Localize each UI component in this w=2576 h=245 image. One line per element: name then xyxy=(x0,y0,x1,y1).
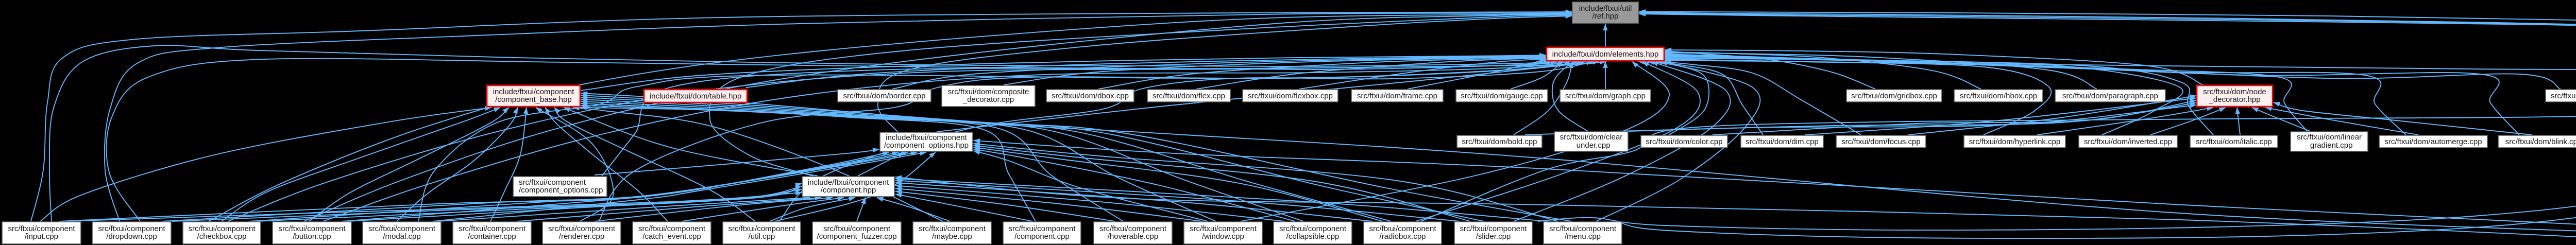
svg-text:src/ftxui/dom/canvas.cpp: src/ftxui/dom/canvas.cpp xyxy=(2551,92,2576,100)
svg-text:/slider.cpp: /slider.cpp xyxy=(1476,232,1511,241)
svg-text:src/ftxui/dom/clear: src/ftxui/dom/clear xyxy=(1560,133,1623,142)
svg-text:src/ftxui/dom/dim.cpp: src/ftxui/dom/dim.cpp xyxy=(1745,137,1819,146)
svg-text:/modal.cpp: /modal.cpp xyxy=(383,232,420,241)
svg-text:src/ftxui/component: src/ftxui/component xyxy=(919,224,986,233)
svg-text:src/ftxui/dom/gridbox.cpp: src/ftxui/dom/gridbox.cpp xyxy=(1851,92,1937,100)
svg-text:/catch_event.cpp: /catch_event.cpp xyxy=(642,232,701,241)
svg-text:src/ftxui/dom/hyperlink.cpp: src/ftxui/dom/hyperlink.cpp xyxy=(1969,137,2061,146)
svg-text:/radiobox.cpp: /radiobox.cpp xyxy=(1379,232,1426,241)
svg-text:/menu.cpp: /menu.cpp xyxy=(1565,232,1601,241)
svg-text:_under.cpp: _under.cpp xyxy=(1571,141,1610,150)
svg-text:/component_base.hpp: /component_base.hpp xyxy=(495,95,571,104)
svg-text:src/ftxui/dom/inverted.cpp: src/ftxui/dom/inverted.cpp xyxy=(2084,137,2172,146)
svg-text:src/ftxui/component: src/ftxui/component xyxy=(1279,224,1347,233)
svg-text:src/ftxui/component: src/ftxui/component xyxy=(519,178,586,187)
svg-text:src/ftxui/component: src/ftxui/component xyxy=(1460,224,1527,233)
svg-text:/input.cpp: /input.cpp xyxy=(25,232,58,241)
svg-text:src/ftxui/dom/node: src/ftxui/dom/node xyxy=(2203,87,2266,96)
svg-text:src/ftxui/component: src/ftxui/component xyxy=(98,224,165,233)
svg-text:/component_options.cpp: /component_options.cpp xyxy=(519,186,603,195)
svg-text:src/ftxui/dom/automerge.cpp: src/ftxui/dom/automerge.cpp xyxy=(2384,137,2482,146)
svg-text:src/ftxui/component: src/ftxui/component xyxy=(1008,224,1076,233)
svg-text:/checkbox.cpp: /checkbox.cpp xyxy=(197,232,247,241)
svg-text:include/ftxui/component: include/ftxui/component xyxy=(493,87,574,96)
svg-text:src/ftxui/dom/frame.cpp: src/ftxui/dom/frame.cpp xyxy=(1357,92,1437,100)
svg-text:include/ftxui/dom/table.hpp: include/ftxui/dom/table.hpp xyxy=(650,92,741,101)
svg-text:src/ftxui/dom/hbox.cpp: src/ftxui/dom/hbox.cpp xyxy=(1960,92,2037,100)
svg-text:/renderer.cpp: /renderer.cpp xyxy=(559,232,604,241)
svg-text:src/ftxui/component: src/ftxui/component xyxy=(8,224,75,233)
svg-text:src/ftxui/component: src/ftxui/component xyxy=(188,224,256,233)
svg-text:/button.cpp: /button.cpp xyxy=(293,232,331,241)
svg-text:src/ftxui/component: src/ftxui/component xyxy=(1190,224,1257,233)
svg-text:src/ftxui/dom/linear: src/ftxui/dom/linear xyxy=(2297,133,2362,142)
svg-text:src/ftxui/dom/graph.cpp: src/ftxui/dom/graph.cpp xyxy=(1565,92,1646,100)
svg-text:src/ftxui/dom/composite: src/ftxui/dom/composite xyxy=(948,87,1029,96)
svg-text:include/ftxui/dom/elements.hpp: include/ftxui/dom/elements.hpp xyxy=(1552,50,1659,59)
svg-text:src/ftxui/component: src/ftxui/component xyxy=(823,224,891,233)
svg-text:_decorator.cpp: _decorator.cpp xyxy=(962,95,1014,104)
svg-text:src/ftxui/dom/border.cpp: src/ftxui/dom/border.cpp xyxy=(843,92,925,100)
svg-text:include/ftxui/component: include/ftxui/component xyxy=(808,178,889,187)
svg-text:src/ftxui/component: src/ftxui/component xyxy=(278,224,346,233)
svg-text:/component_fuzzer.cpp: /component_fuzzer.cpp xyxy=(817,232,896,241)
svg-text:src/ftxui/component: src/ftxui/component xyxy=(368,224,436,233)
svg-text:_decorator.hpp: _decorator.hpp xyxy=(2208,95,2260,104)
svg-text:src/ftxui/dom/flex.cpp: src/ftxui/dom/flex.cpp xyxy=(1153,92,1225,100)
svg-text:src/ftxui/component: src/ftxui/component xyxy=(1369,224,1436,233)
svg-text:src/ftxui/component: src/ftxui/component xyxy=(548,224,616,233)
svg-text:include/ftxui/component: include/ftxui/component xyxy=(886,133,967,142)
svg-text:src/ftxui/dom/color.cpp: src/ftxui/dom/color.cpp xyxy=(1646,137,1722,146)
svg-text:src/ftxui/dom/paragraph.cpp: src/ftxui/dom/paragraph.cpp xyxy=(2062,92,2158,100)
svg-text:/container.cpp: /container.cpp xyxy=(468,232,516,241)
svg-text:src/ftxui/dom/flexbox.cpp: src/ftxui/dom/flexbox.cpp xyxy=(1248,92,1333,100)
svg-text:src/ftxui/component: src/ftxui/component xyxy=(1549,224,1617,233)
svg-text:src/ftxui/component: src/ftxui/component xyxy=(728,224,795,233)
svg-text:include/ftxui/util: include/ftxui/util xyxy=(1579,4,1632,13)
svg-text:src/ftxui/dom/dbox.cpp: src/ftxui/dom/dbox.cpp xyxy=(1052,92,1129,100)
svg-text:/component_options.hpp: /component_options.hpp xyxy=(884,141,969,150)
svg-text:/ref.hpp: /ref.hpp xyxy=(1592,12,1619,21)
svg-text:src/ftxui/dom/italic.cpp: src/ftxui/dom/italic.cpp xyxy=(2196,137,2272,146)
svg-text:src/ftxui/dom/focus.cpp: src/ftxui/dom/focus.cpp xyxy=(1841,137,1920,146)
svg-text:/component.cpp: /component.cpp xyxy=(1014,232,1070,241)
svg-text:/hoverable.cpp: /hoverable.cpp xyxy=(1108,232,1158,241)
svg-text:src/ftxui/component: src/ftxui/component xyxy=(459,224,526,233)
svg-text:/maybe.cpp: /maybe.cpp xyxy=(932,232,972,241)
svg-text:/collapsible.cpp: /collapsible.cpp xyxy=(1286,232,1340,241)
svg-text:src/ftxui/dom/gauge.cpp: src/ftxui/dom/gauge.cpp xyxy=(1461,92,1543,100)
svg-text:_gradient.cpp: _gradient.cpp xyxy=(2306,141,2353,150)
svg-text:/util.cpp: /util.cpp xyxy=(749,232,775,241)
svg-text:/dropdown.cpp: /dropdown.cpp xyxy=(106,232,157,241)
svg-text:src/ftxui/component: src/ftxui/component xyxy=(1099,224,1167,233)
svg-text:src/ftxui/dom/bold.cpp: src/ftxui/dom/bold.cpp xyxy=(1462,137,1537,146)
svg-text:src/ftxui/component: src/ftxui/component xyxy=(638,224,706,233)
svg-text:/component.hpp: /component.hpp xyxy=(821,186,876,195)
svg-text:/window.cpp: /window.cpp xyxy=(1202,232,1244,241)
svg-text:src/ftxui/dom/blink.cpp: src/ftxui/dom/blink.cpp xyxy=(2505,137,2576,146)
